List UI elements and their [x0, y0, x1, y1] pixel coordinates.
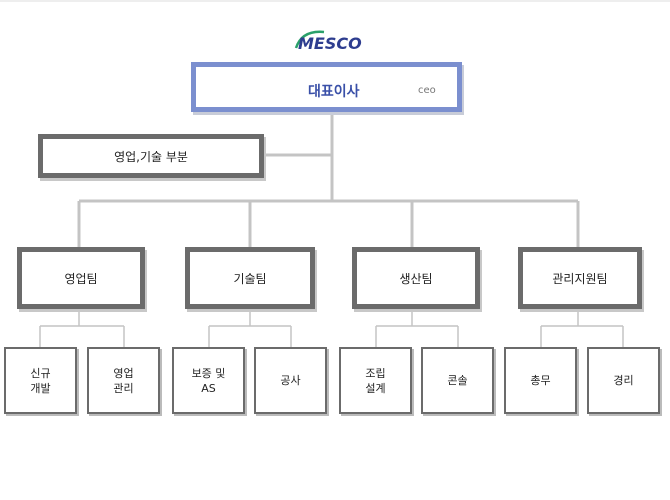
team-name: 관리지원팀: [552, 271, 608, 286]
team-name: 영업팀: [64, 271, 98, 286]
team-box-production: 생산팀: [352, 247, 480, 309]
unit-label: AS: [201, 381, 216, 395]
unit-label: 개발: [30, 381, 51, 395]
unit-box: 영업 관리: [87, 347, 160, 414]
ceo-title: 대표이사: [308, 84, 360, 100]
team-box-tech: 기술팀: [185, 247, 315, 309]
logo-text: MESCO: [298, 34, 362, 53]
unit-label: 조립: [365, 366, 386, 380]
team-name: 기술팀: [233, 271, 267, 286]
unit-label: 영업: [113, 366, 134, 380]
team-name: 생산팀: [399, 271, 433, 286]
unit-label: 콘솔: [447, 374, 468, 387]
unit-label: 경리: [613, 374, 634, 387]
unit-box: 신규 개발: [4, 347, 77, 414]
unit-box: 공사: [254, 347, 327, 414]
top-divider: [0, 0, 670, 2]
unit-label: 신규: [30, 366, 51, 380]
staff-box: 영업,기술 부분: [38, 134, 264, 178]
ceo-subtitle: ceo: [418, 85, 436, 96]
ceo-box: 대표이사 ceo: [191, 62, 462, 112]
logo-swoosh-icon: [294, 30, 325, 49]
company-logo: MESCO: [292, 28, 368, 56]
unit-label: 총무: [530, 374, 551, 387]
unit-box: 경리: [587, 347, 660, 414]
unit-box: 콘솔: [421, 347, 494, 414]
unit-label: 보증 및: [191, 366, 226, 380]
unit-label: 설계: [365, 381, 386, 395]
unit-label: 공사: [280, 374, 301, 387]
unit-box: 보증 및 AS: [172, 347, 245, 414]
unit-box: 조립 설계: [339, 347, 412, 414]
team-box-admin: 관리지원팀: [518, 247, 642, 309]
unit-label: 관리: [113, 381, 134, 395]
team-box-sales: 영업팀: [17, 247, 145, 309]
unit-box: 총무: [504, 347, 577, 414]
staff-label: 영업,기술 부분: [114, 149, 188, 164]
